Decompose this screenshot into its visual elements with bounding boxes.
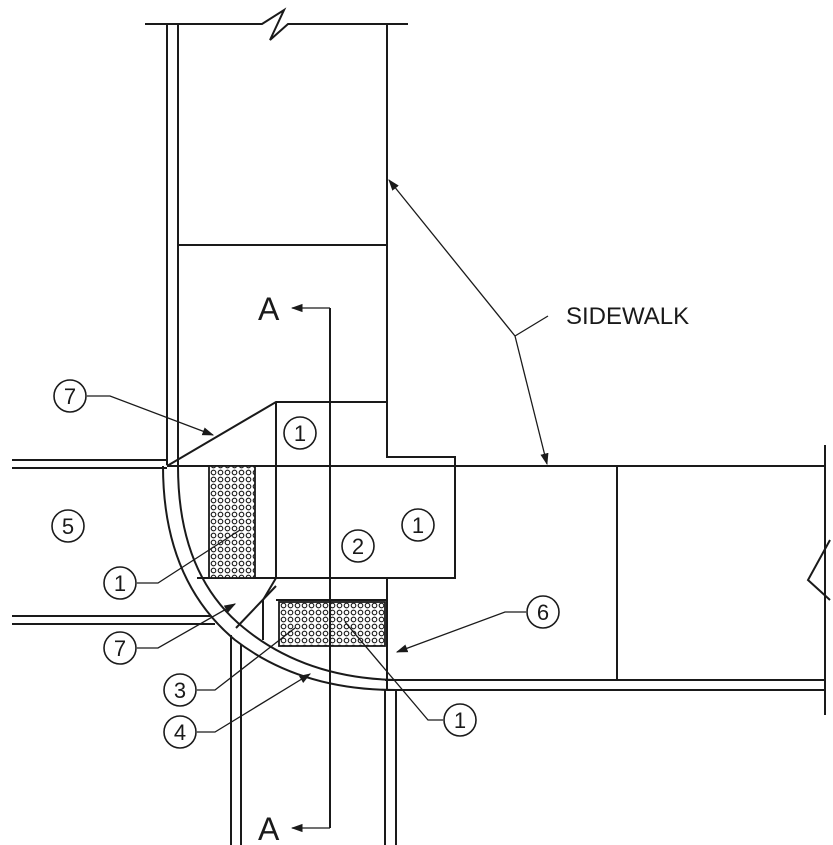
right-break-line: [806, 539, 831, 601]
callout-1-top: 1: [294, 421, 306, 446]
callout-5: 5: [62, 514, 74, 539]
callout-4-leader: [197, 673, 311, 733]
sidewalk-leader-horizontal: [514, 315, 549, 337]
section-mark-top: A: [258, 291, 280, 327]
callout-1-bottom: 1: [454, 708, 466, 733]
callout-2: 2: [352, 534, 364, 559]
callout-7-top-leader: [87, 395, 215, 436]
callout-4-circle: [163, 715, 197, 749]
callout-3: 3: [174, 678, 186, 703]
detectable-warning-south: [278, 601, 386, 647]
callout-6: 6: [537, 600, 549, 625]
callout-7-bottom: 7: [114, 636, 126, 661]
callout-1-top-circle: [283, 416, 317, 450]
callout-1-bottom-circle: [443, 703, 477, 737]
sidewalk-leader-down: [514, 335, 549, 466]
callout-1-right-circle: [401, 508, 435, 542]
corner-curb-radius-outer: [162, 465, 397, 691]
callout-1-left-leader: [137, 529, 241, 584]
callout-3-leader: [197, 627, 296, 691]
detectable-warning-west: [208, 465, 256, 579]
callout-4: 4: [174, 720, 186, 745]
callout-1-left: 1: [114, 571, 126, 596]
callout-7-bottom-leader: [137, 603, 237, 649]
sidewalk-leader-up: [388, 179, 516, 337]
callout-1-right: 1: [412, 513, 424, 538]
callout-5-circle: [51, 509, 85, 543]
ramp-landing-top-outline: [166, 401, 456, 600]
callout-6-circle: [526, 595, 560, 629]
callout-7-top-circle: [53, 379, 87, 413]
callout-1-left-circle: [103, 566, 137, 600]
callout-3-circle: [163, 673, 197, 707]
callout-7-bottom-circle: [103, 631, 137, 665]
callout-6-leader: [395, 611, 526, 653]
callout-2-circle: [341, 529, 375, 563]
corner-curb-radius-inner: [177, 465, 397, 681]
section-mark-bottom: A: [258, 811, 280, 845]
callout-7-top: 7: [64, 384, 76, 409]
ramp-flare-bottom-diagonal: [235, 585, 277, 629]
top-break-line: [145, 7, 408, 41]
sidewalk-label: SIDEWALK: [566, 303, 689, 330]
callout-1-bottom-leader: [344, 621, 443, 721]
